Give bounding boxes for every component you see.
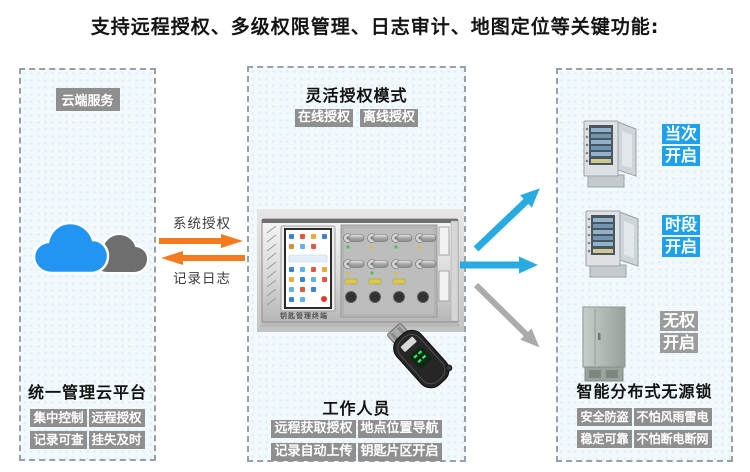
feature-tag: 不怕风雨雷电 — [633, 408, 712, 426]
lock-mode-label-period: 时段 开启 — [662, 215, 701, 257]
worker-tags: 远程获取授权地点位置导航 记录自动上传钥匙片区开启 — [249, 417, 464, 463]
backward-flow-label: 记录日志 — [173, 271, 231, 287]
locks-title: 智能分布式无源锁 — [576, 382, 713, 401]
feature-tag: 地点位置导航 — [357, 420, 442, 438]
arrow-up-right-icon — [473, 188, 540, 252]
open-cabinet-illustration — [585, 210, 639, 278]
device-label: 钥匙管理终端 — [280, 312, 328, 320]
mode-tags: 在线授权 离线授权 — [249, 106, 464, 129]
key-terminal-photo: 钥匙管理终端 — [257, 209, 464, 332]
feature-tag: 不怕断电断网 — [633, 430, 712, 448]
smart-key-illustration — [387, 323, 453, 389]
authorization-panel: 灵活授权模式 在线授权 离线授权 — [247, 66, 466, 462]
arrow-right-icon — [460, 256, 538, 274]
cloud-terminal-connector: 系统授权 记录日志 — [157, 212, 247, 308]
locks-panel: 当次 开启 时段 开启 — [556, 68, 733, 462]
feature-tag: 集中控制 — [30, 409, 87, 427]
feature-tag: 远程获取授权 — [271, 420, 356, 438]
arrow-down-right-icon — [473, 282, 540, 348]
feature-tag: 记录自动上传 — [271, 443, 356, 461]
open-cabinet-illustration — [583, 120, 637, 188]
arrow-left-icon — [161, 251, 245, 265]
worker-title: 工作人员 — [322, 399, 391, 418]
feature-tag: 稳定可靠 — [577, 430, 632, 448]
feature-tag: 远程授权 — [88, 409, 145, 427]
mode-tag: 在线授权 — [294, 109, 353, 127]
forward-flow-label: 系统授权 — [173, 216, 231, 232]
feature-tag: 记录可查 — [30, 431, 87, 449]
feature-tag: 安全防盗 — [577, 408, 632, 426]
feature-tag: 钥匙片区开启 — [357, 443, 442, 461]
cloud-platform-tags: 集中控制远程授权 记录可查挂失及时 — [21, 407, 154, 451]
cloud-service-tag: 云端服务 — [55, 88, 120, 111]
cloud-platform-title: 统一管理云平台 — [27, 383, 147, 402]
lock-mode-label-denied: 无权 开启 — [660, 311, 699, 353]
lock-mode-label-once: 当次 开启 — [662, 124, 701, 166]
terminal-locks-connector — [460, 188, 540, 348]
arrow-right-icon — [159, 234, 243, 248]
key-terminal-illustration — [261, 218, 459, 327]
closed-cabinet-illustration — [582, 306, 626, 382]
feature-tag: 挂失及时 — [88, 431, 145, 449]
mode-tag: 离线授权 — [360, 109, 419, 127]
authorization-title: 灵活授权模式 — [305, 86, 408, 105]
locks-tags: 安全防盗不怕风雨雷电 稳定可靠不怕断电断网 — [558, 406, 731, 450]
page-title: 支持远程授权、多级权限管理、日志审计、地图定位等关键功能: — [90, 16, 660, 38]
cloud-icon — [32, 221, 150, 275]
cloud-platform-panel: 云端服务 统一管理云平台 集中控制远程授权 记录可查挂失及时 — [19, 68, 156, 461]
